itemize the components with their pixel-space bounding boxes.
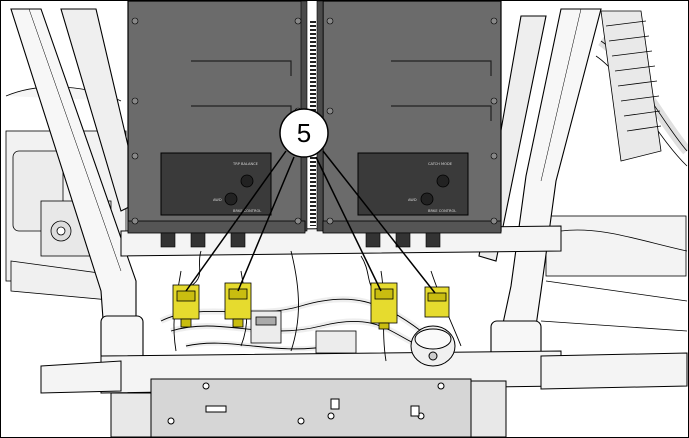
left-panel-bottom-label: BRKE CONTROL bbox=[233, 209, 261, 213]
leader-line-1 bbox=[185, 150, 287, 292]
bottom-skid-plate bbox=[110, 378, 507, 437]
callout-badge: 5 bbox=[279, 108, 329, 158]
leader-line-2 bbox=[237, 156, 295, 292]
callout-number: 5 bbox=[297, 118, 311, 148]
left-panel-switch-label: AWD bbox=[213, 198, 222, 202]
right-control-module: CATCH MODE AWD BRKE CONTROL bbox=[310, 1, 502, 234]
cable-glands bbox=[160, 232, 441, 248]
left-control-module: TRP BALANCE AWD BRKE CONTROL bbox=[127, 1, 308, 234]
yellow-connector-2 bbox=[224, 282, 252, 328]
yellow-connector-1 bbox=[172, 284, 200, 328]
left-frame-tube bbox=[10, 8, 144, 362]
callout-leader-lines bbox=[185, 150, 436, 294]
right-panel-bottom-label: BRKE CONTROL bbox=[428, 209, 456, 213]
leader-line-3 bbox=[315, 156, 382, 292]
right-panel-top-label: CATCH MODE bbox=[428, 162, 453, 166]
yellow-connector-3 bbox=[370, 282, 398, 330]
right-panel-switch-label: AWD bbox=[408, 198, 417, 202]
coil-spring bbox=[600, 10, 662, 162]
left-indicator-light bbox=[240, 174, 254, 188]
round-canister bbox=[410, 325, 456, 367]
leader-line-4 bbox=[322, 150, 436, 294]
left-panel-top-label: TRP BALANCE bbox=[232, 162, 259, 166]
left-switch-knob bbox=[224, 192, 238, 206]
right-switch-knob bbox=[420, 192, 434, 206]
yellow-connector-4 bbox=[424, 286, 450, 318]
center-bracket bbox=[250, 310, 357, 354]
right-indicator-light bbox=[436, 174, 450, 188]
